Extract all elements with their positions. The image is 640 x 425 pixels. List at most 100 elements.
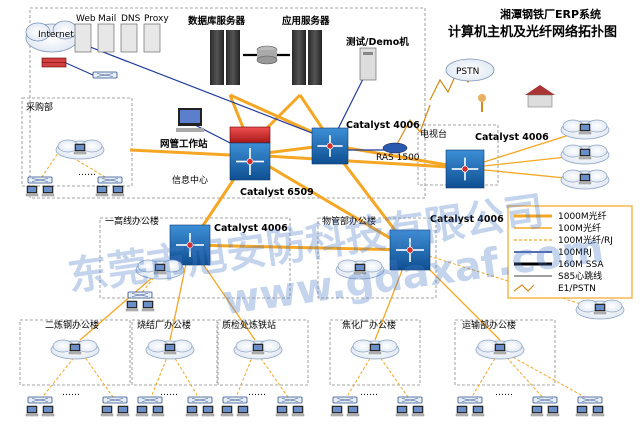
dmz-servers: Web Mail DNS Proxy (74, 14, 169, 53)
wuguan-label: 物管部办公楼 (322, 215, 376, 227)
cloud-right-3 (560, 169, 610, 190)
switch-4006-top: Catalyst 4006 (311, 120, 420, 165)
edge-hub-10 (575, 396, 605, 417)
pc-icon (73, 143, 87, 155)
caigou-label: 采购部 (26, 101, 53, 113)
ras-label: RAS 1500 (376, 153, 420, 163)
edge-hub-9 (530, 396, 560, 417)
edge-hub-6 (330, 396, 360, 417)
ras-1500: RAS 1500 (376, 142, 420, 163)
pc-icon (593, 303, 607, 315)
legend-label: E1/PSTN (558, 284, 596, 294)
switch-4006-right: Catalyst 4006 (445, 132, 549, 189)
cloud-yunshu (475, 339, 525, 360)
cloud-caigou (55, 139, 105, 160)
switch-4006-mid-label: Catalyst 4006 (430, 214, 504, 225)
pc-icon (578, 148, 592, 160)
edge-hub-8 (455, 396, 485, 417)
region-caigou (21, 97, 133, 187)
pc-icon (368, 343, 382, 355)
pc-icon (578, 123, 592, 135)
legend-swatch (513, 284, 535, 292)
dots-yunshu: …… (495, 388, 513, 398)
mail-server-label: Mail (98, 14, 116, 24)
legend-label: 100MRJ (558, 248, 592, 258)
cloud-right-4 (575, 299, 625, 320)
jiaohua-label: 焦化厂办公楼 (342, 319, 396, 331)
pstn-cloud: PSTN (445, 58, 495, 82)
app-server: 应用服务器 (282, 15, 330, 85)
dianshitai-label: 电视台 (420, 128, 447, 140)
app-server-label: 应用服务器 (282, 15, 330, 27)
shaojie-label: 烧结厂办公楼 (137, 319, 191, 331)
pc-icon (578, 173, 592, 185)
edge-hub-11 (25, 176, 55, 197)
title-line2: 计算机主机及光纤网络拓扑图 (448, 24, 617, 40)
dots-shaojie: …… (160, 388, 178, 398)
edge-hub-3 (185, 396, 215, 417)
dmz-hub (92, 71, 118, 79)
proxy-server-label: Proxy (144, 14, 169, 24)
db-server: 数据库服务器 (187, 15, 246, 85)
pc-icon (163, 343, 177, 355)
edge-hub-2 (135, 396, 165, 417)
edge-hub-7 (395, 396, 425, 417)
storage-cylinder (256, 45, 278, 65)
house-icon (525, 85, 555, 108)
title-line1: 湘潭钢铁厂ERP系统 (500, 7, 601, 21)
region-yunshu (454, 319, 556, 386)
cloud-jiaohua (350, 339, 400, 360)
pstn-label: PSTN (456, 67, 479, 77)
region-jiaohua (329, 319, 421, 386)
legend-label: 100M光纤/RJ (558, 234, 613, 246)
edge-hub-5 (275, 396, 305, 417)
web-server-label: Web (76, 14, 96, 24)
netmgmt-workstation: 网管工作站 (160, 108, 208, 150)
legend-item: S85心跳线 (514, 270, 602, 282)
legend-item: 100MRJ (514, 248, 592, 258)
info-center-label: 信息中心 (172, 174, 208, 186)
zhijian-label: 质检处炼铁站 (222, 319, 276, 331)
region-erlian (19, 319, 131, 386)
cloud-right-1 (560, 119, 610, 140)
dots-zhijian: …… (248, 388, 266, 398)
internet-cloud: Internet (25, 20, 79, 53)
edge-hub-0 (25, 396, 55, 417)
region-info-center (29, 7, 426, 199)
dots-jiaohua: …… (360, 388, 378, 398)
firewall (41, 57, 67, 68)
cloud-zhijian (233, 339, 283, 360)
legend-item: 160M SSA (514, 260, 604, 270)
switch-4006-right-label: Catalyst 4006 (475, 132, 549, 143)
legend-item: 1000M光纤 (514, 210, 607, 222)
switch-core-6509-label: Catalyst 6509 (240, 187, 314, 198)
legend-item: E1/PSTN (513, 284, 596, 294)
edge-hub-12 (95, 176, 125, 197)
test-demo-label: 测试/Demo机 (346, 36, 409, 48)
test-demo-server: 测试/Demo机 (346, 36, 409, 81)
db-server-label: 数据库服务器 (187, 15, 246, 27)
gaoxian-label: 一高线办公楼 (105, 215, 159, 227)
cloud-right-2 (560, 144, 610, 165)
legend-label: 1000M光纤 (558, 210, 607, 222)
switch-4006-top-label: Catalyst 4006 (346, 120, 420, 131)
legend-label: 100M光纤 (558, 222, 601, 234)
pc-icon (68, 343, 82, 355)
internet-label: Internet (38, 30, 74, 40)
cloud-gaoxian (135, 259, 185, 280)
subnet-layer (25, 119, 625, 417)
dots-erlian: …… (62, 388, 80, 398)
rj-100m-links (84, 44, 390, 151)
region-gaoxian (99, 217, 291, 299)
remote-user-icon (478, 94, 486, 112)
legend-item: 100M光纤/RJ (514, 234, 613, 246)
cloud-shaojie (145, 339, 195, 360)
switch-4006-left-label: Catalyst 4006 (214, 223, 288, 234)
netmgmt-label: 网管工作站 (160, 138, 208, 150)
pc-icon (493, 343, 507, 355)
erlian-label: 二炼钢办公楼 (45, 319, 99, 331)
switch-core-6509: Catalyst 6509 (229, 126, 314, 198)
